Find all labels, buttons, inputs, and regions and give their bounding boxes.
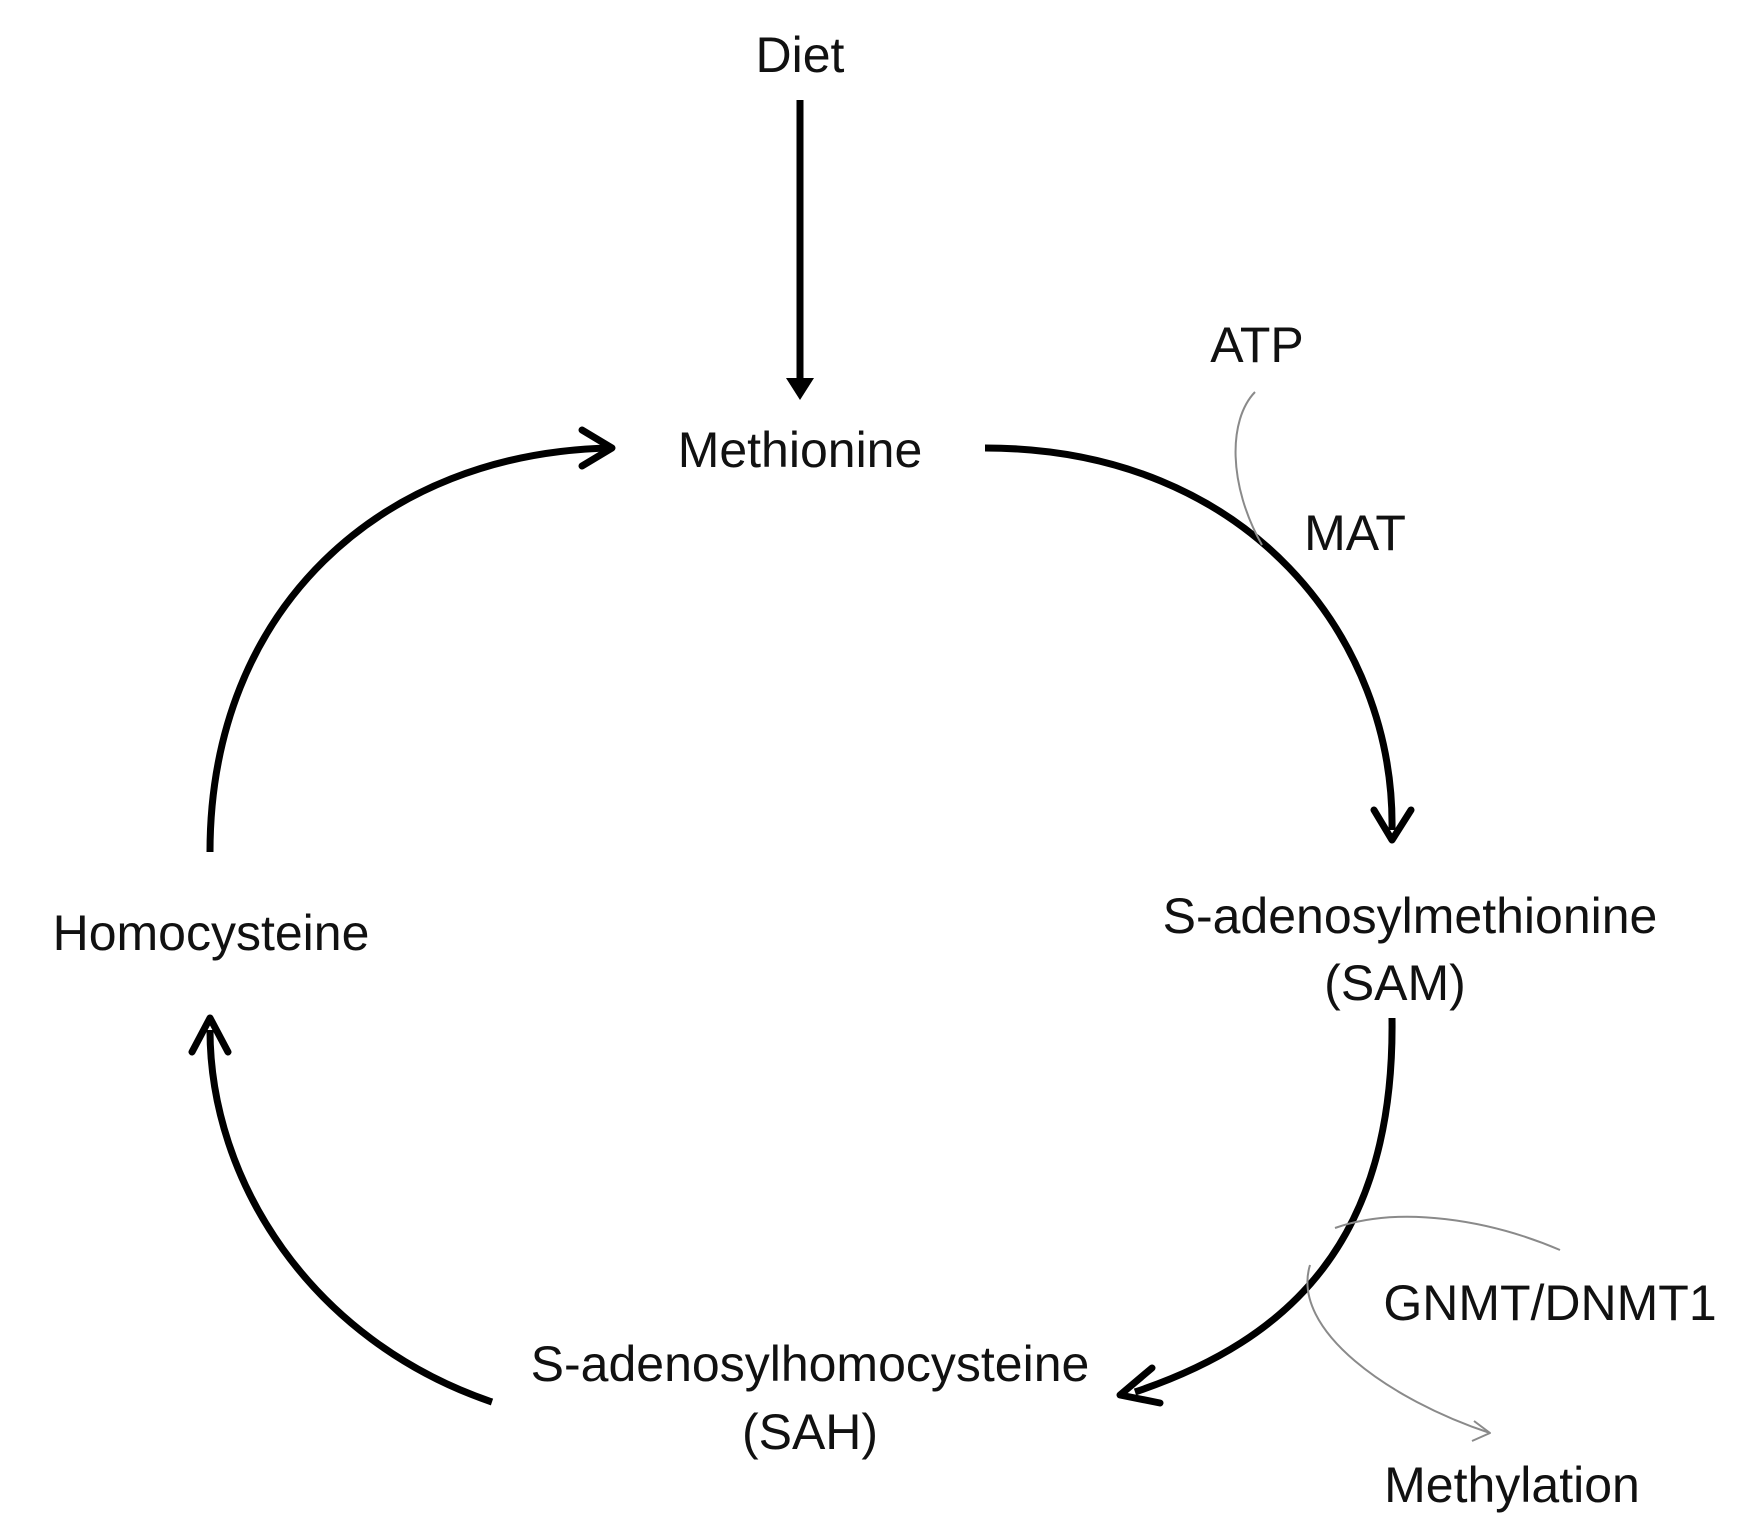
homocysteine-label: Homocysteine: [53, 905, 370, 961]
methylation-output-curve: [1306, 1264, 1491, 1434]
sah-to-homocysteine-arrowhead: [188, 1014, 232, 1056]
diet-label: Diet: [756, 27, 845, 83]
methionine-to-sam-arrowhead: [1370, 806, 1415, 844]
homocysteine-to-methionine-arrow: [206, 444, 613, 853]
methylation-label: Methylation: [1384, 1457, 1640, 1513]
sah-to-homocysteine-arrow: [206, 1029, 494, 1406]
sam-name-label: S-adenosylmethionine: [1163, 888, 1658, 944]
sah-name-label: S-adenosylhomocysteine: [531, 1336, 1090, 1392]
homocysteine-to-methionine-arrowhead: [578, 426, 616, 470]
gnmt-dnmt1-label: GNMT/DNMT1: [1383, 1275, 1716, 1331]
sah-abbr-label: (SAH): [742, 1404, 878, 1460]
sam-to-sah-arrowhead: [1116, 1364, 1164, 1407]
methylation-input-curve: [1334, 1215, 1561, 1251]
methylation-arrowhead: [1471, 1420, 1491, 1442]
mat-label: MAT: [1304, 505, 1406, 561]
sam-abbr-label: (SAM): [1324, 955, 1466, 1011]
atp-input-curve: [1234, 391, 1263, 546]
methionine-label: Methionine: [678, 422, 923, 478]
methionine-to-sam-arrow: [984, 444, 1396, 831]
atp-label: ATP: [1210, 317, 1304, 373]
sam-to-sah-arrow: [1133, 1017, 1396, 1396]
diet-to-methionine-arrowhead: [786, 378, 814, 400]
